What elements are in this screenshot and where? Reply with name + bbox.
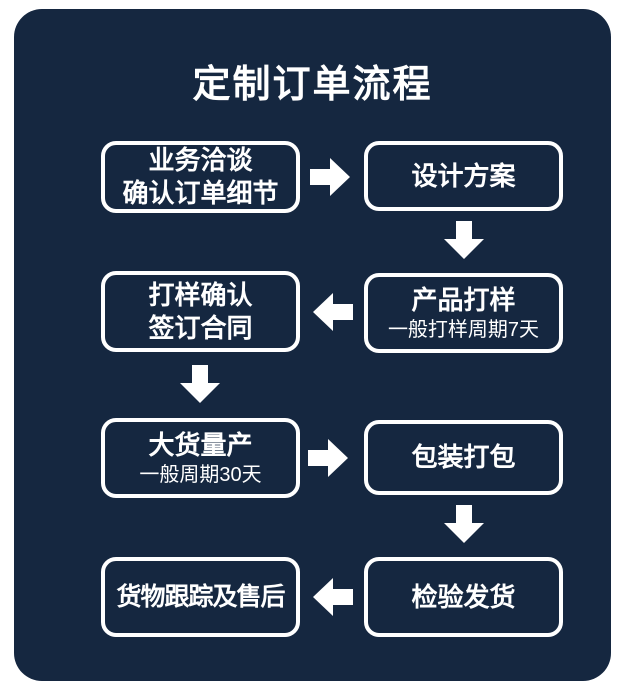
arrow-right-icon <box>310 158 350 196</box>
step-box-negotiation: 业务洽谈 确认订单细节 <box>101 141 300 213</box>
step-label: 打样确认 <box>148 279 253 310</box>
arrow-left-icon <box>313 578 353 616</box>
arrow-left-icon <box>313 293 353 331</box>
step-label: 确认订单细节 <box>122 178 279 208</box>
step-box-inspection: 检验发货 <box>364 557 563 637</box>
step-box-product-sample: 产品打样 一般打样周期7天 <box>364 273 563 353</box>
step-box-tracking: 货物跟踪及售后 <box>101 557 300 637</box>
step-label: 签订合同 <box>148 312 253 343</box>
step-box-sample-confirm: 打样确认 签订合同 <box>101 271 300 352</box>
arrow-down-icon <box>180 365 220 403</box>
arrow-right-icon <box>308 439 348 477</box>
step-label: 大货量产 <box>148 430 253 460</box>
step-sublabel: 一般打样周期7天 <box>387 319 540 341</box>
step-label: 产品打样 <box>411 285 516 315</box>
arrow-down-icon <box>444 221 484 259</box>
step-label: 包装打包 <box>411 442 516 472</box>
step-sublabel: 一般周期30天 <box>139 464 262 486</box>
step-label: 设计方案 <box>411 160 516 191</box>
step-label: 检验发货 <box>411 581 516 612</box>
step-box-design: 设计方案 <box>364 141 563 211</box>
step-box-packaging: 包装打包 <box>364 420 563 495</box>
step-label: 业务洽谈 <box>148 145 253 175</box>
page-title: 定制订单流程 <box>192 64 433 106</box>
flowchart-panel: 定制订单流程 业务洽谈 确认订单细节 设计方案 打样确认 签订合同 <box>14 9 611 681</box>
step-label: 货物跟踪及售后 <box>116 582 285 611</box>
arrow-down-icon <box>444 505 484 543</box>
step-box-mass-production: 大货量产 一般周期30天 <box>101 418 300 498</box>
